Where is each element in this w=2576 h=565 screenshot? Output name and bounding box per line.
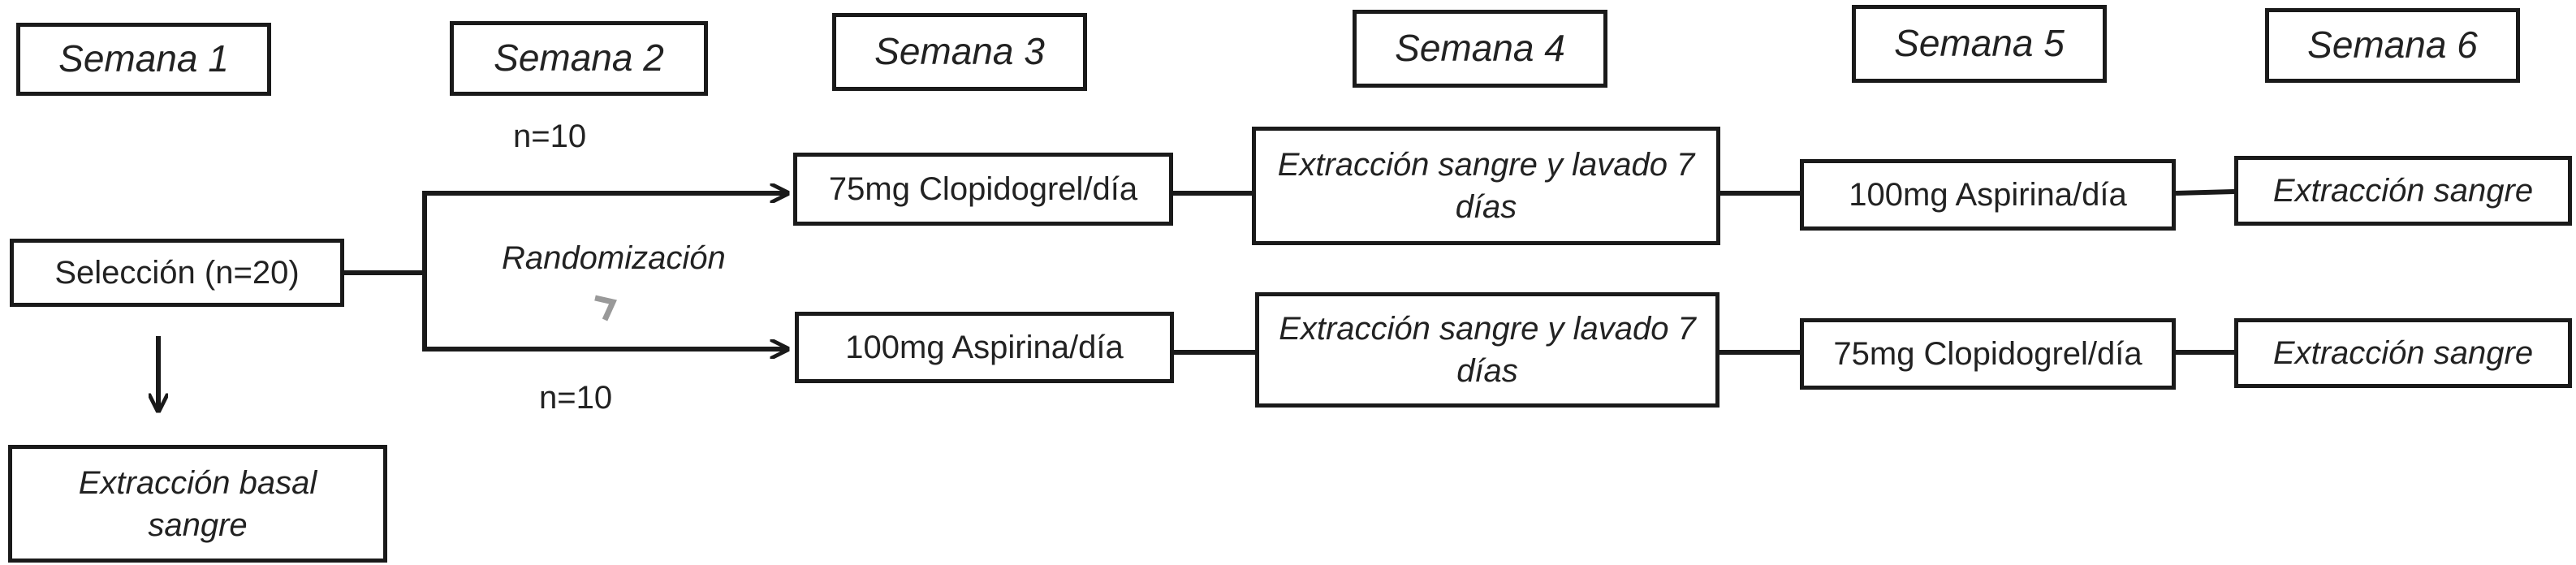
randomization-label: Randomización bbox=[502, 240, 726, 276]
top-week4-extraction-washout-box: Extracción sangre y lavado 7 días bbox=[1252, 127, 1720, 245]
screening-box: Selección (n=20) bbox=[10, 239, 344, 307]
bottom-week5-clopidogrel-box: 75mg Clopidogrel/día bbox=[1800, 318, 2176, 390]
bottom-week3-aspirin-box: 100mg Aspirina/día bbox=[795, 312, 1174, 383]
bottom-week4-extraction-washout-box: Extracción sangre y lavado 7 días bbox=[1255, 292, 1719, 408]
connector-top-w5-w6 bbox=[2175, 189, 2235, 196]
week-5-header: Semana 5 bbox=[1852, 5, 2107, 83]
top-week5-aspirin-box: 100mg Aspirina/día bbox=[1800, 159, 2176, 231]
randomization-mark bbox=[594, 295, 617, 321]
group-top-n-label: n=10 bbox=[513, 119, 587, 154]
week-2-header: Semana 2 bbox=[450, 21, 708, 96]
week-6-header: Semana 6 bbox=[2265, 8, 2520, 83]
week-1-header: Semana 1 bbox=[16, 23, 271, 96]
top-week6-extraction-box: Extracción sangre bbox=[2234, 156, 2572, 226]
top-week3-clopidogrel-box: 75mg Clopidogrel/día bbox=[793, 153, 1173, 226]
week-4-header: Semana 4 bbox=[1353, 10, 1607, 88]
bottom-week6-extraction-box: Extracción sangre bbox=[2234, 318, 2572, 388]
week-3-header: Semana 3 bbox=[832, 13, 1087, 91]
group-bottom-n-label: n=10 bbox=[539, 380, 613, 416]
baseline-extraction-box: Extracción basal sangre bbox=[8, 445, 387, 563]
